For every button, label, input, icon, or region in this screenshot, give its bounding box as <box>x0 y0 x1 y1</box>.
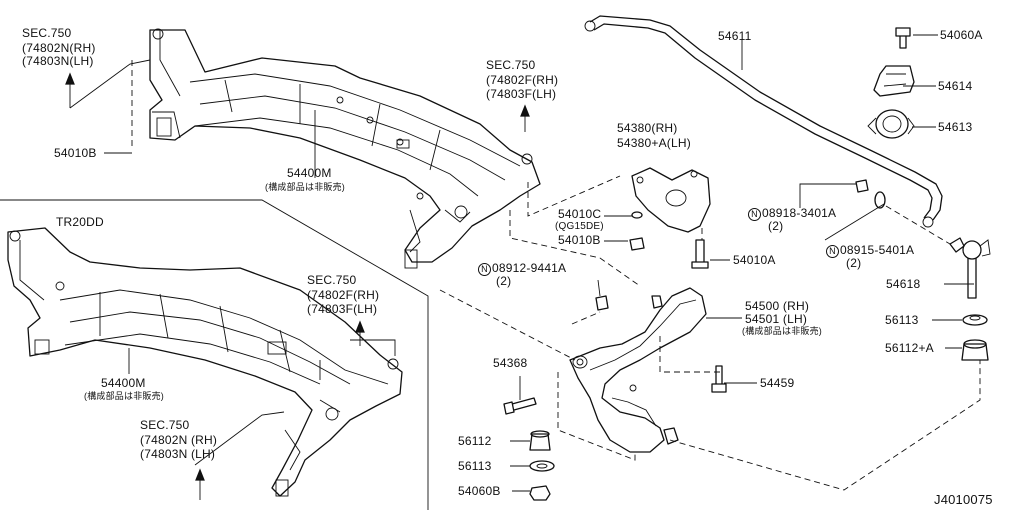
note-not-sold-b: (構成部品は非販売) <box>742 326 822 336</box>
subframe-lower <box>7 227 403 497</box>
diagram-id: J4010075 <box>934 492 993 507</box>
part-54010C-engine: (QG15DE) <box>555 221 604 232</box>
part-54613: 54613 <box>938 120 973 134</box>
stabilizer-bar <box>584 15 943 228</box>
upper-link <box>631 167 711 269</box>
part-54380-rh: 54380(RH) <box>617 121 678 135</box>
sec750-a-rh: (74802N(RH) <box>22 41 96 55</box>
part-54459: 54459 <box>760 376 795 390</box>
part-08918-qty: (2) <box>768 219 784 233</box>
bushing-clamp-group <box>867 27 915 139</box>
part-54010C: 54010C <box>558 207 602 221</box>
center-nuts <box>629 211 645 251</box>
part-56112: 56112 <box>458 434 492 448</box>
sec750-label-b: SEC.750 <box>486 58 536 72</box>
assembly-dashed-lines <box>131 60 981 491</box>
sec750-c-rh: (74802F(RH) <box>307 288 380 302</box>
sec750-d-lh: (74803N (LH) <box>140 447 216 461</box>
sec750-label-a: SEC.750 <box>22 26 72 40</box>
sec750-a-lh: (74803N(LH) <box>22 54 94 68</box>
part-54501-lh: 54501 (LH) <box>745 312 808 326</box>
left-bushings <box>529 430 555 501</box>
part-08912-qty: (2) <box>496 274 512 288</box>
part-56112A: 56112+A <box>885 341 934 355</box>
bolt-54459 <box>711 365 727 393</box>
part-54618: 54618 <box>886 277 921 291</box>
sec750-callouts <box>65 59 530 500</box>
part-54611: 54611 <box>718 29 752 43</box>
part-08915-qty: (2) <box>846 256 862 270</box>
part-54400M-a: 54400M <box>287 166 332 180</box>
part-54614: 54614 <box>938 79 973 93</box>
part-54400M-b: 54400M <box>101 376 146 390</box>
note-not-sold-a: (構成部品は非販売) <box>265 182 345 192</box>
sec750-c-lh: (74803F(LH) <box>307 302 378 316</box>
part-56113-r: 56113 <box>885 313 919 327</box>
note-not-sold-c: (構成部品は非販売) <box>84 391 164 401</box>
sec750-b-lh: (74803F(LH) <box>486 87 557 101</box>
stabilizer-link <box>949 237 991 299</box>
sec750-label-d: SEC.750 <box>140 418 190 432</box>
nut-symbol: N <box>748 208 761 221</box>
sec750-b-rh: (74802F(RH) <box>486 73 559 87</box>
right-bushings <box>961 314 989 361</box>
part-54060B: 54060B <box>458 484 501 498</box>
nut-symbol: N <box>478 263 491 276</box>
part-54010B-b: 54010B <box>558 233 601 247</box>
part-54380-lh: 54380+A(LH) <box>617 136 691 150</box>
part-54060A: 54060A <box>940 28 983 42</box>
nut-washer-group <box>855 179 886 209</box>
part-54010A: 54010A <box>733 253 776 267</box>
leader-lines <box>104 34 974 492</box>
sec750-d-rh: (74802N (RH) <box>140 433 218 447</box>
nut-symbol: N <box>826 245 839 258</box>
section-divider <box>0 199 429 510</box>
part-56113-l: 56113 <box>458 459 492 473</box>
subframe-upper <box>149 28 541 269</box>
engine-code-tr20dd: TR20DD <box>56 215 104 229</box>
lower-arm <box>569 287 707 453</box>
part-54010B-a: 54010B <box>54 146 97 160</box>
sec750-label-c: SEC.750 <box>307 273 357 287</box>
part-54368: 54368 <box>493 356 528 370</box>
bolt-54368 <box>503 397 537 415</box>
part-54500-rh: 54500 (RH) <box>745 299 810 313</box>
